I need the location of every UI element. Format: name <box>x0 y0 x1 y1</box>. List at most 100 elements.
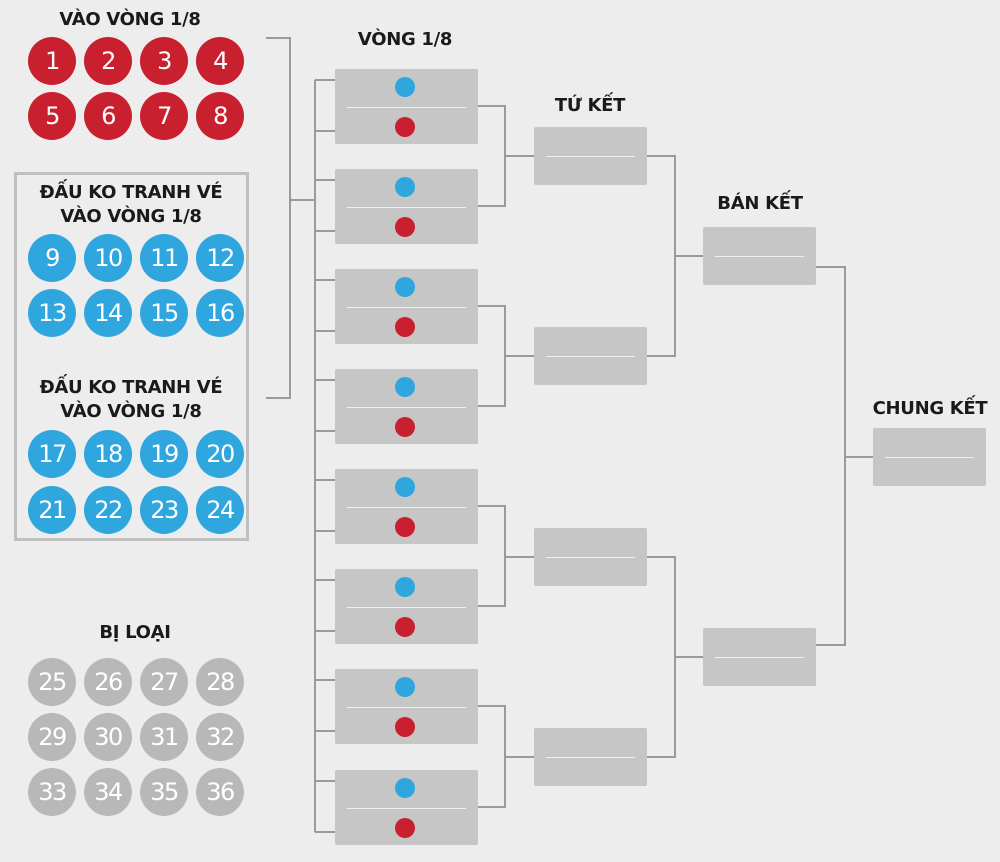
slot-divider <box>546 356 635 357</box>
playoff-slot-dot <box>395 377 415 397</box>
final-heading: CHUNG KẾT <box>872 398 988 419</box>
eliminated-team-ball: 34 <box>84 768 132 816</box>
playoff-1-heading-line1: ĐẤU KO TRANH VÉ <box>39 182 223 203</box>
playoff-2-heading-line1: ĐẤU KO TRANH VÉ <box>39 377 223 398</box>
qualified-team-ball: 3 <box>140 37 188 85</box>
playoff-team-ball: 15 <box>140 289 188 337</box>
playoff-team-ball: 24 <box>196 486 244 534</box>
slot-divider <box>347 807 466 809</box>
quarter-final-match <box>534 728 647 786</box>
qualified-team-ball: 1 <box>28 37 76 85</box>
eliminated-team-ball: 25 <box>28 658 76 706</box>
final-match <box>873 428 986 486</box>
round-of-16-match <box>335 269 478 344</box>
qualified-team-ball: 4 <box>196 37 244 85</box>
playoff-team-ball: 10 <box>84 234 132 282</box>
slot-divider <box>347 506 466 508</box>
slot-divider <box>546 557 635 558</box>
eliminated-team-ball: 27 <box>140 658 188 706</box>
eliminated-team-ball: 29 <box>28 713 76 761</box>
playoff-team-ball: 18 <box>84 430 132 478</box>
playoff-team-ball: 21 <box>28 486 76 534</box>
quarter-final-pair-line <box>647 155 676 357</box>
round-of-16-match <box>335 69 478 144</box>
quarter-finals-heading: TỨ KẾT <box>554 95 626 116</box>
slot-divider <box>546 757 635 758</box>
playoff-slot-dot <box>395 677 415 697</box>
round-of-16-match <box>335 469 478 544</box>
slot-divider <box>885 457 974 458</box>
slot-divider <box>347 106 466 108</box>
eliminated-team-ball: 36 <box>196 768 244 816</box>
qualified-team-ball: 2 <box>84 37 132 85</box>
round-of-16-match <box>335 770 478 845</box>
pool-bracket-line <box>266 37 291 399</box>
playoff-slot-dot <box>395 177 415 197</box>
slot-divider <box>546 156 635 157</box>
playoff-team-ball: 17 <box>28 430 76 478</box>
playoff-slot-dot <box>395 778 415 798</box>
qualified-slot-dot <box>395 217 415 237</box>
qualified-team-ball: 8 <box>196 92 244 140</box>
round-of-16-match <box>335 569 478 644</box>
round-of-16-pair-line <box>478 705 506 808</box>
semi-finals-heading: BÁN KẾT <box>717 193 803 214</box>
playoff-1-heading-line2: VÀO VÒNG 1/8 <box>60 206 202 227</box>
qualified-slot-dot <box>395 617 415 637</box>
playoff-team-ball: 12 <box>196 234 244 282</box>
qualified-slot-dot <box>395 117 415 137</box>
eliminated-team-ball: 33 <box>28 768 76 816</box>
playoff-team-ball: 14 <box>84 289 132 337</box>
round-of-16-match <box>335 669 478 744</box>
round-of-16-match <box>335 169 478 244</box>
direct-qualify-heading: VÀO VÒNG 1/8 <box>59 9 201 30</box>
round-of-16-match <box>335 369 478 444</box>
semi-final-match <box>703 227 816 285</box>
slot-divider <box>347 306 466 308</box>
playoff-slot-dot <box>395 477 415 497</box>
quarter-final-match <box>534 327 647 385</box>
qualified-slot-dot <box>395 317 415 337</box>
playoff-team-ball: 20 <box>196 430 244 478</box>
eliminated-team-ball: 32 <box>196 713 244 761</box>
slot-divider <box>347 606 466 608</box>
eliminated-team-ball: 30 <box>84 713 132 761</box>
playoff-slot-dot <box>395 577 415 597</box>
playoff-team-ball: 9 <box>28 234 76 282</box>
slot-divider <box>347 206 466 208</box>
qualified-slot-dot <box>395 517 415 537</box>
playoff-team-ball: 13 <box>28 289 76 337</box>
qualified-team-ball: 5 <box>28 92 76 140</box>
qualified-team-ball: 7 <box>140 92 188 140</box>
slot-divider <box>347 406 466 408</box>
eliminated-team-ball: 28 <box>196 658 244 706</box>
slot-divider <box>715 657 804 658</box>
playoff-group-box <box>14 172 249 541</box>
round-of-16-pair-line <box>478 505 506 607</box>
playoff-team-ball: 23 <box>140 486 188 534</box>
qualified-slot-dot <box>395 818 415 838</box>
playoff-team-ball: 22 <box>84 486 132 534</box>
playoff-team-ball: 16 <box>196 289 244 337</box>
round-of-16-pair-line <box>478 105 506 207</box>
round-of-16-heading: VÒNG 1/8 <box>357 29 453 50</box>
qualified-slot-dot <box>395 417 415 437</box>
slot-divider <box>715 256 804 257</box>
playoff-team-ball: 11 <box>140 234 188 282</box>
eliminated-heading: BỊ LOẠI <box>99 622 171 643</box>
semi-final-match <box>703 628 816 686</box>
quarter-final-match <box>534 127 647 185</box>
eliminated-team-ball: 35 <box>140 768 188 816</box>
round-of-16-pair-line <box>478 305 506 407</box>
semi-final-pair-line <box>816 266 846 646</box>
playoff-slot-dot <box>395 77 415 97</box>
playoff-slot-dot <box>395 277 415 297</box>
playoff-2-heading-line2: VÀO VÒNG 1/8 <box>60 401 202 422</box>
quarter-final-match <box>534 528 647 586</box>
playoff-team-ball: 19 <box>140 430 188 478</box>
slot-divider <box>347 706 466 708</box>
eliminated-team-ball: 26 <box>84 658 132 706</box>
qualified-team-ball: 6 <box>84 92 132 140</box>
quarter-final-pair-line <box>647 556 676 758</box>
